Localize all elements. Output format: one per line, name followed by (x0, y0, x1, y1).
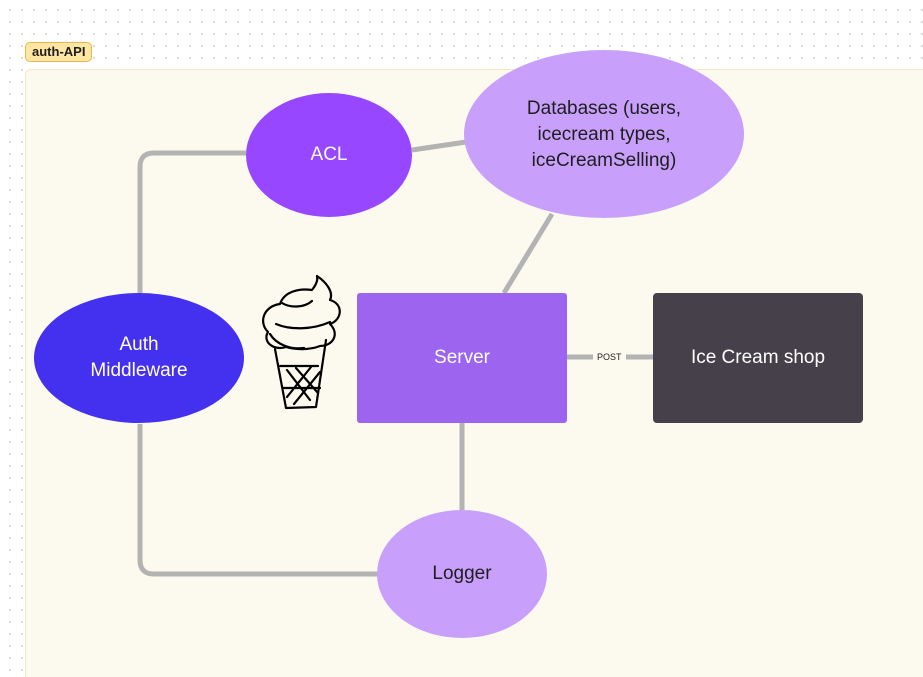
section-tag[interactable]: auth-API (25, 42, 93, 62)
connector-auth-acl[interactable] (137, 150, 246, 293)
post-edge-label[interactable]: POST (593, 351, 626, 363)
auth-middleware-node[interactable] (34, 293, 244, 423)
logger-node[interactable] (377, 510, 547, 638)
server-node[interactable] (357, 293, 567, 423)
connector-acl-databases[interactable] (411, 139, 467, 153)
ice-cream-cone-icon[interactable] (262, 274, 341, 410)
connector-auth-logger[interactable] (137, 424, 380, 577)
databases-node[interactable] (464, 50, 744, 218)
ice-cream-shop-node[interactable] (653, 293, 863, 423)
connector-databases-server[interactable] (501, 212, 555, 295)
acl-node[interactable] (246, 93, 412, 217)
